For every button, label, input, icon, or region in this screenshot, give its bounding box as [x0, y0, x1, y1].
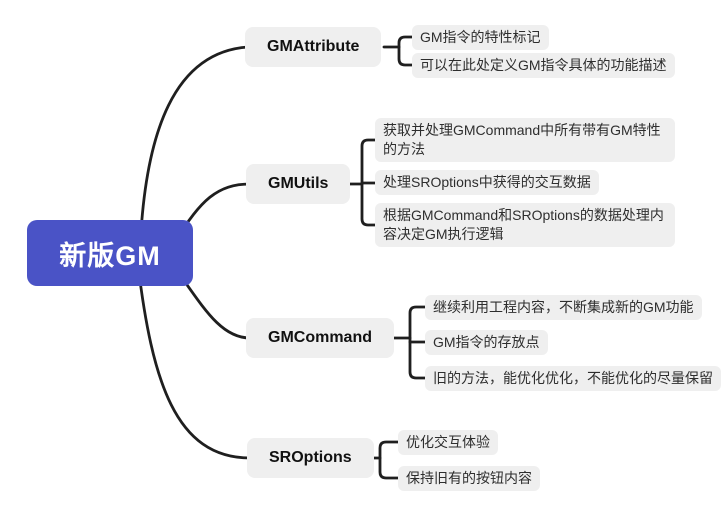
leaf-gmutils-0[interactable]: 获取并处理GMCommand中所有带有GM特性的方法: [375, 118, 675, 162]
leaf-gmcommand-1[interactable]: GM指令的存放点: [425, 330, 548, 355]
branch-node-gmutils[interactable]: GMUtils: [246, 164, 351, 204]
branch-node-sroptions[interactable]: SROptions: [247, 438, 374, 478]
bracket-gmattribute-fork: [397, 35, 414, 67]
curve-root-sroptions: [136, 263, 252, 460]
root-node[interactable]: 新版GM: [27, 220, 193, 286]
leaf-sroptions-0[interactable]: 优化交互体验: [398, 430, 498, 455]
leaf-gmutils-2[interactable]: 根据GMCommand和SROptions的数据处理内容决定GM执行逻辑: [375, 203, 675, 247]
bracket-sroptions-fork: [378, 440, 400, 480]
leaf-sroptions-1[interactable]: 保持旧有的按钮内容: [398, 466, 540, 491]
leaf-gmutils-1[interactable]: 处理SROptions中获得的交互数据: [375, 170, 599, 195]
branch-node-gmcommand[interactable]: GMCommand: [246, 318, 394, 358]
leaf-gmattribute-1[interactable]: 可以在此处定义GM指令具体的功能描述: [412, 53, 675, 78]
leaf-gmcommand-0[interactable]: 继续利用工程内容，不断集成新的GM功能: [425, 295, 702, 320]
branch-node-gmattribute[interactable]: GMAttribute: [245, 27, 382, 67]
curve-root-gmattribute: [138, 45, 250, 252]
leaf-gmcommand-2[interactable]: 旧的方法，能优化优化，不能优化的尽量保留: [425, 366, 721, 391]
leaf-gmattribute-0[interactable]: GM指令的特性标记: [412, 25, 549, 50]
